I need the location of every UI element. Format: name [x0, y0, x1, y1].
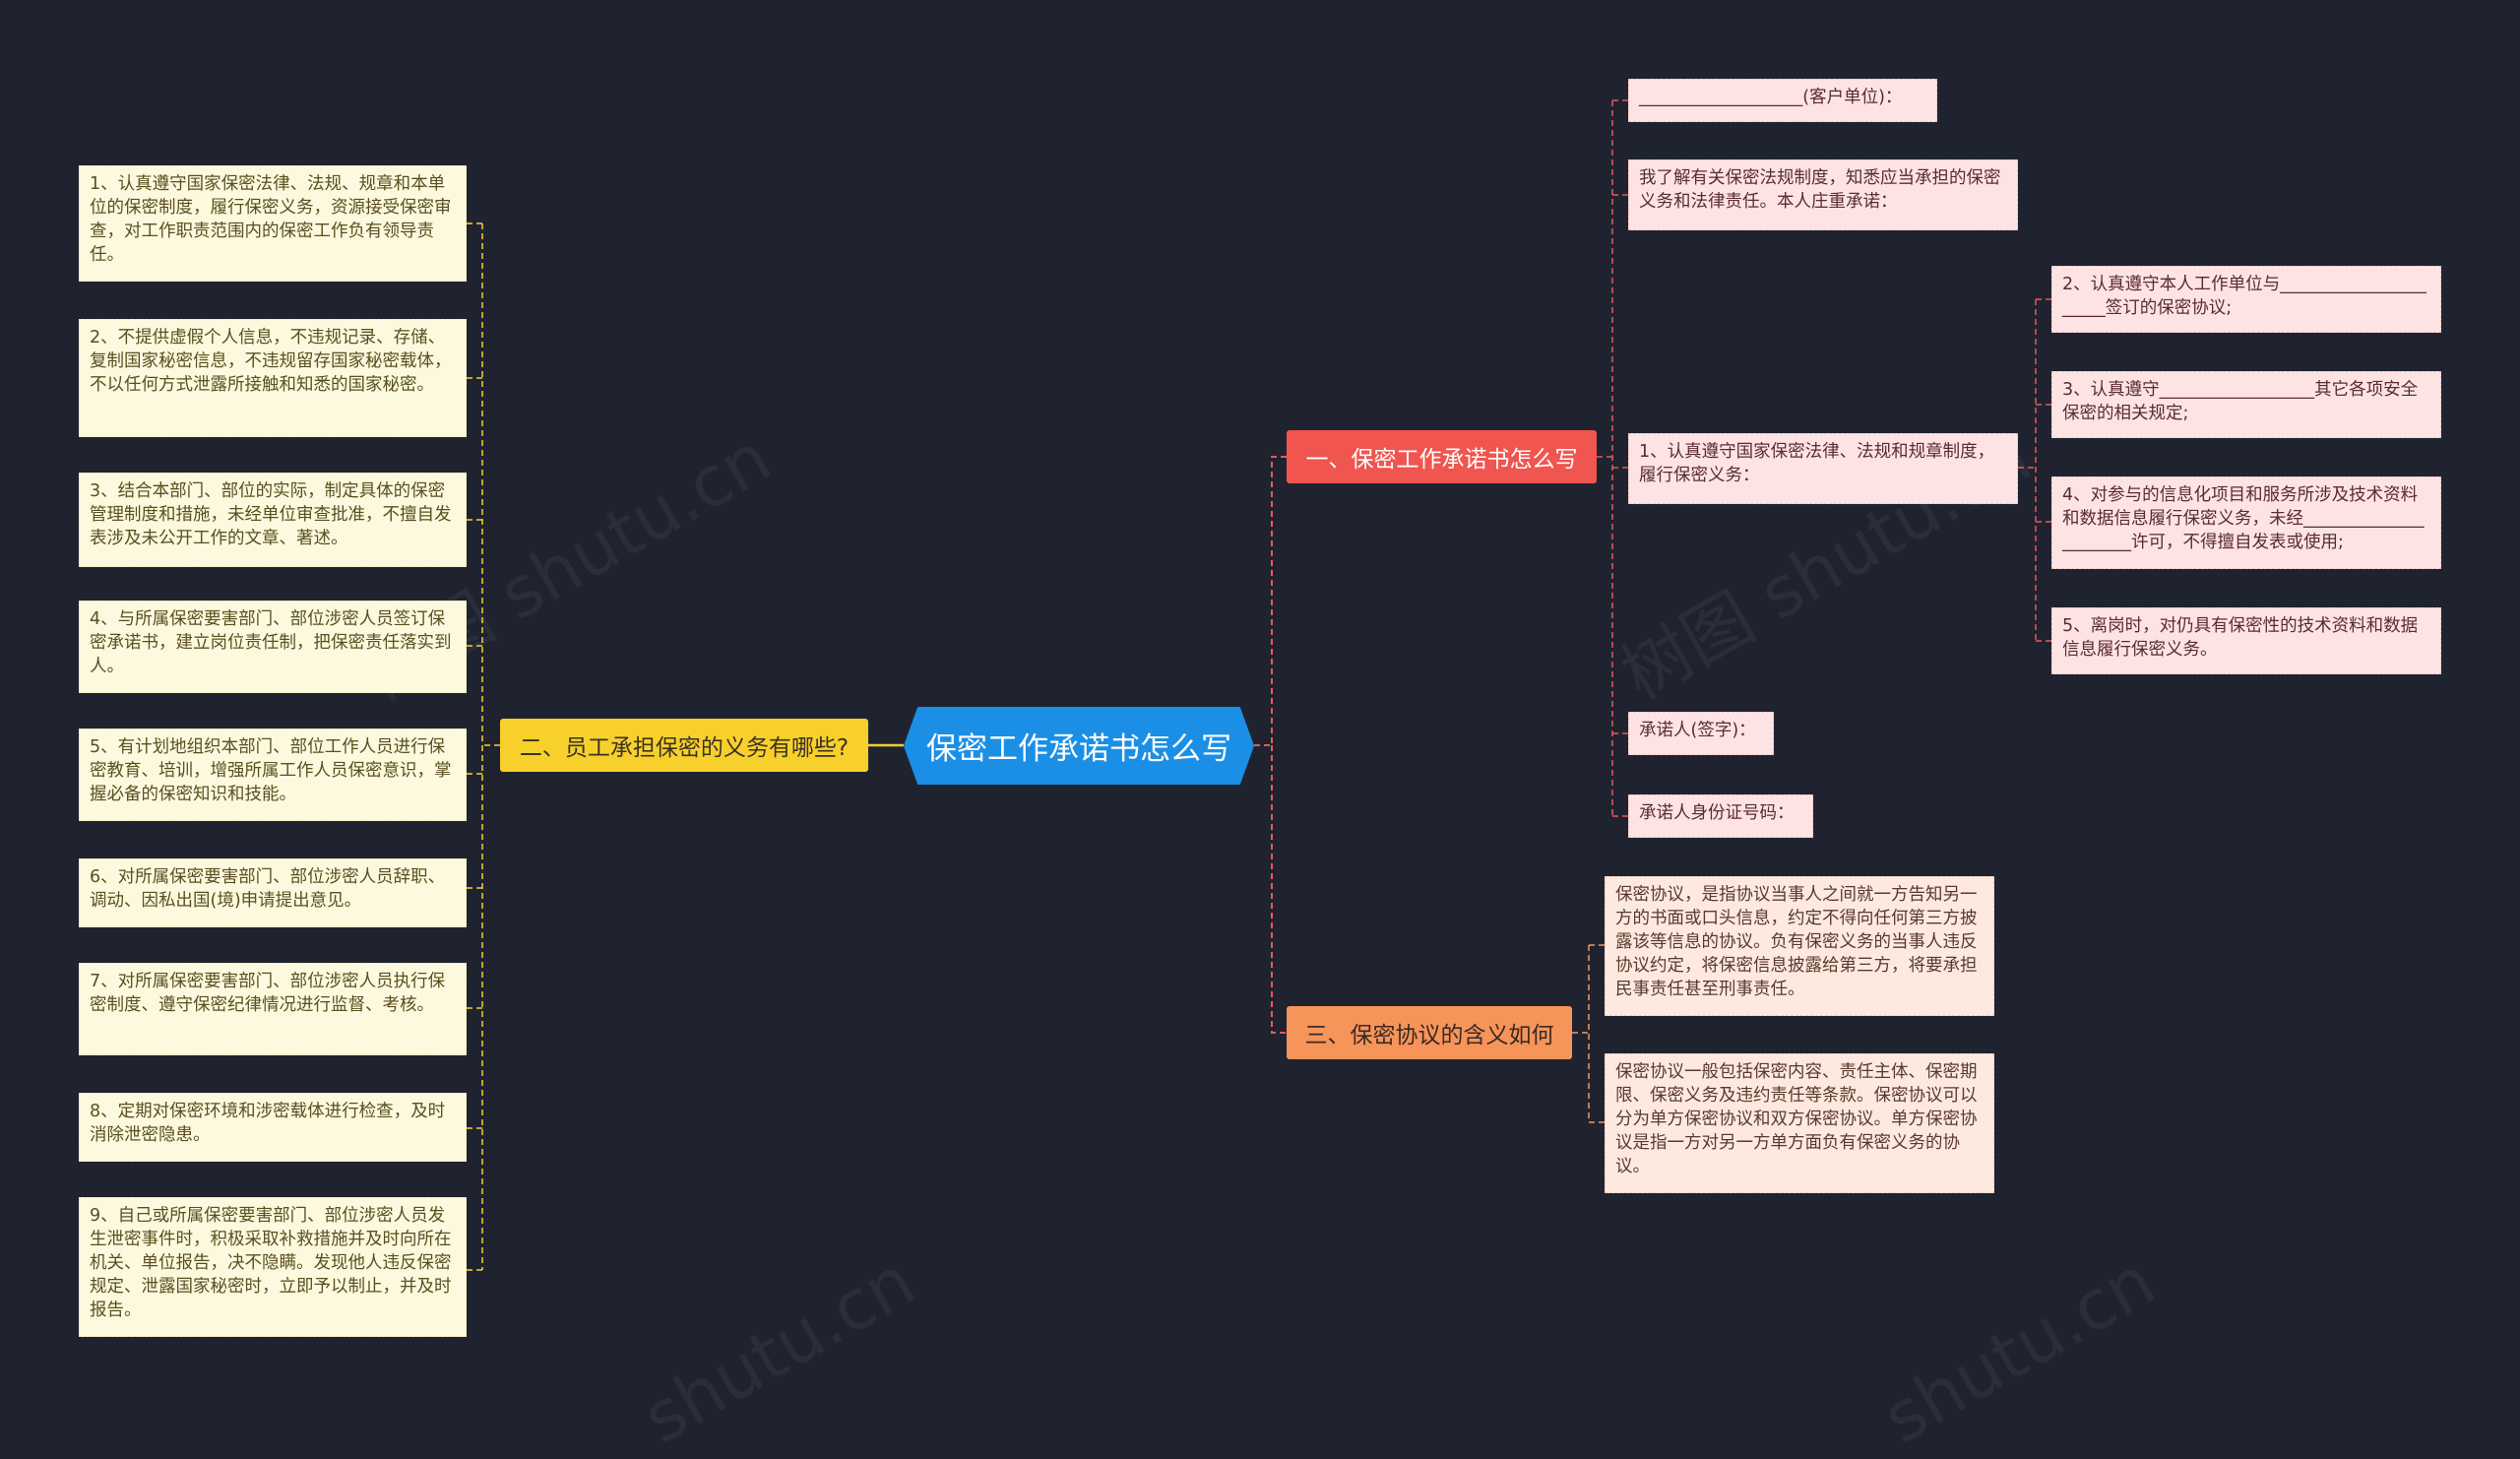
branch-how-to-write[interactable]: 一、保密工作承诺书怎么写: [1287, 430, 1597, 483]
branch-agreement-meaning[interactable]: 三、保密协议的含义如何: [1287, 1006, 1572, 1059]
pledge-item-4[interactable]: 4、对参与的信息化项目和服务所涉及技术资料和数据信息履行保密义务，未经_____…: [2051, 476, 2441, 569]
duty-item-2[interactable]: 2、不提供虚假个人信息，不违规记录、存储、复制国家秘密信息，不违规留存国家秘密载…: [79, 319, 467, 437]
mindmap-canvas: 树图 shutu.cn 树图 shutu.cn shutu.cn shutu.c…: [79, 79, 2441, 1459]
client-unit-line[interactable]: ___________________(客户单位)：: [1628, 79, 1937, 122]
duty-item-8[interactable]: 8、定期对保密环境和涉密载体进行检查，及时消除泄密隐患。: [79, 1093, 467, 1162]
link-righttop-leaves: [1597, 99, 1628, 817]
pledge-item-3[interactable]: 3、认真遵守__________________其它各项安全保密的相关规定;: [2051, 371, 2441, 438]
agreement-content[interactable]: 保密协议一般包括保密内容、责任主体、保密期限、保密义务及违约责任等条款。保密协议…: [1605, 1053, 1994, 1193]
signer-signature[interactable]: 承诺人(签字)：: [1628, 712, 1774, 755]
duty-item-4[interactable]: 4、与所属保密要害部门、部位涉密人员签订保密承诺书，建立岗位责任制，把保密责任落…: [79, 601, 467, 693]
connector-lines: [467, 99, 2051, 1271]
pledge-item-1[interactable]: 1、认真遵守国家保密法律、法规和规章制度，履行保密义务：: [1628, 433, 2018, 504]
agreement-definition[interactable]: 保密协议，是指协议当事人之间就一方告知另一方的书面或口头信息，约定不得向任何第三…: [1605, 876, 1994, 1016]
link-root-right: [1254, 456, 1287, 1034]
duty-item-5[interactable]: 5、有计划地组织本部门、部位工作人员进行保密教育、培训，增强所属工作人员保密意识…: [79, 729, 467, 821]
signer-id-number[interactable]: 承诺人身份证号码：: [1628, 794, 1813, 838]
root-topic[interactable]: 保密工作承诺书怎么写: [904, 707, 1254, 785]
duty-item-9[interactable]: 9、自己或所属保密要害部门、部位涉密人员发生泄密事件时，积极采取补救措施并及时向…: [79, 1197, 467, 1337]
link-pledge-subs: [2018, 298, 2051, 642]
duty-item-1[interactable]: 1、认真遵守国家保密法律、法规、规章和本单位的保密制度，履行保密义务，资源接受保…: [79, 165, 467, 282]
link-rightbottom-leaves: [1572, 944, 1605, 1123]
duty-item-7[interactable]: 7、对所属保密要害部门、部位涉密人员执行保密制度、遵守保密纪律情况进行监督、考核…: [79, 963, 467, 1055]
link-left-leaves: [467, 222, 500, 1271]
pledge-intro[interactable]: 我了解有关保密法规制度，知悉应当承担的保密义务和法律责任。本人庄重承诺：: [1628, 159, 2018, 230]
duty-item-6[interactable]: 6、对所属保密要害部门、部位涉密人员辞职、调动、因私出国(境)申请提出意见。: [79, 858, 467, 927]
pledge-item-5[interactable]: 5、离岗时，对仍具有保密性的技术资料和数据信息履行保密义务。: [2051, 607, 2441, 674]
duty-item-3[interactable]: 3、结合本部门、部位的实际，制定具体的保密管理制度和措施，未经单位审查批准，不擅…: [79, 473, 467, 567]
pledge-item-2[interactable]: 2、认真遵守本人工作单位与______________________签订的保密…: [2051, 266, 2441, 333]
branch-employee-duties[interactable]: 二、员工承担保密的义务有哪些?: [500, 719, 868, 772]
